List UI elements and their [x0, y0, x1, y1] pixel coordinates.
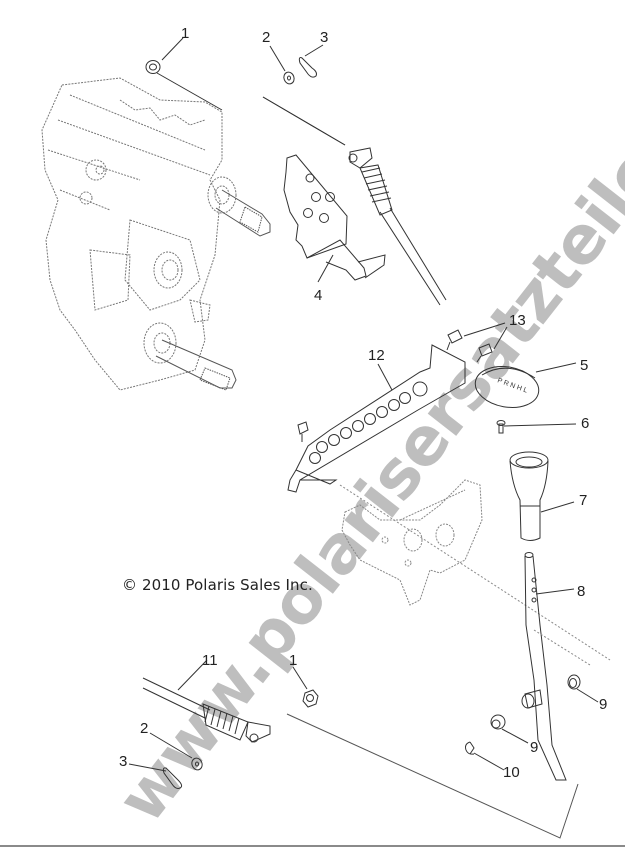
callout-13: 13: [509, 312, 526, 329]
callout-3-upper: 3: [320, 29, 329, 46]
clip-upper: [298, 44, 324, 78]
callout-6: 6: [581, 415, 590, 432]
ghost-mount-bracket: [341, 479, 483, 606]
clip-lower: [128, 763, 183, 789]
e-clip: [465, 741, 505, 771]
callout-5: 5: [580, 357, 589, 374]
bolts: [446, 322, 508, 363]
callout-12: 12: [368, 347, 385, 364]
washer-upper: [269, 45, 295, 85]
transmission-illustration: [41, 77, 237, 391]
callout-7: 7: [579, 492, 588, 509]
callout-9-right: 9: [599, 696, 608, 713]
assembly-line-lower: [286, 713, 579, 839]
callout-1-lower: 1: [289, 652, 298, 669]
callout-9-lower: 9: [530, 739, 539, 756]
callout-3-lower: 3: [119, 753, 128, 770]
washer-lower: [149, 732, 203, 771]
shift-cable-lower: [142, 659, 271, 743]
knob-cap: [474, 362, 577, 408]
callout-10: 10: [503, 764, 520, 781]
callout-11: 11: [202, 652, 218, 669]
transmission-output-shafts: [155, 189, 271, 391]
callout-2-upper: 2: [262, 29, 271, 46]
bottom-border: [0, 845, 625, 847]
shift-knob: [509, 451, 575, 541]
callout-8: 8: [577, 583, 586, 600]
shifter-bracket: [287, 344, 466, 493]
copyright-notice: © 2010 Polaris Sales Inc.: [122, 576, 313, 594]
shift-lever: [521, 552, 575, 781]
bushing-lower: [490, 714, 529, 744]
callout-4: 4: [314, 287, 323, 304]
bushing-right: [567, 674, 599, 703]
screw: [496, 420, 577, 434]
callout-1-upper: 1: [181, 25, 190, 42]
shift-cable-upper-end: [348, 147, 447, 306]
nut-lower: [292, 666, 319, 708]
nut-upper: [145, 60, 223, 111]
cable-bracket: [283, 154, 386, 283]
gear-pattern-text: P R N H L: [496, 377, 528, 394]
callout-2-lower: 2: [140, 720, 149, 737]
